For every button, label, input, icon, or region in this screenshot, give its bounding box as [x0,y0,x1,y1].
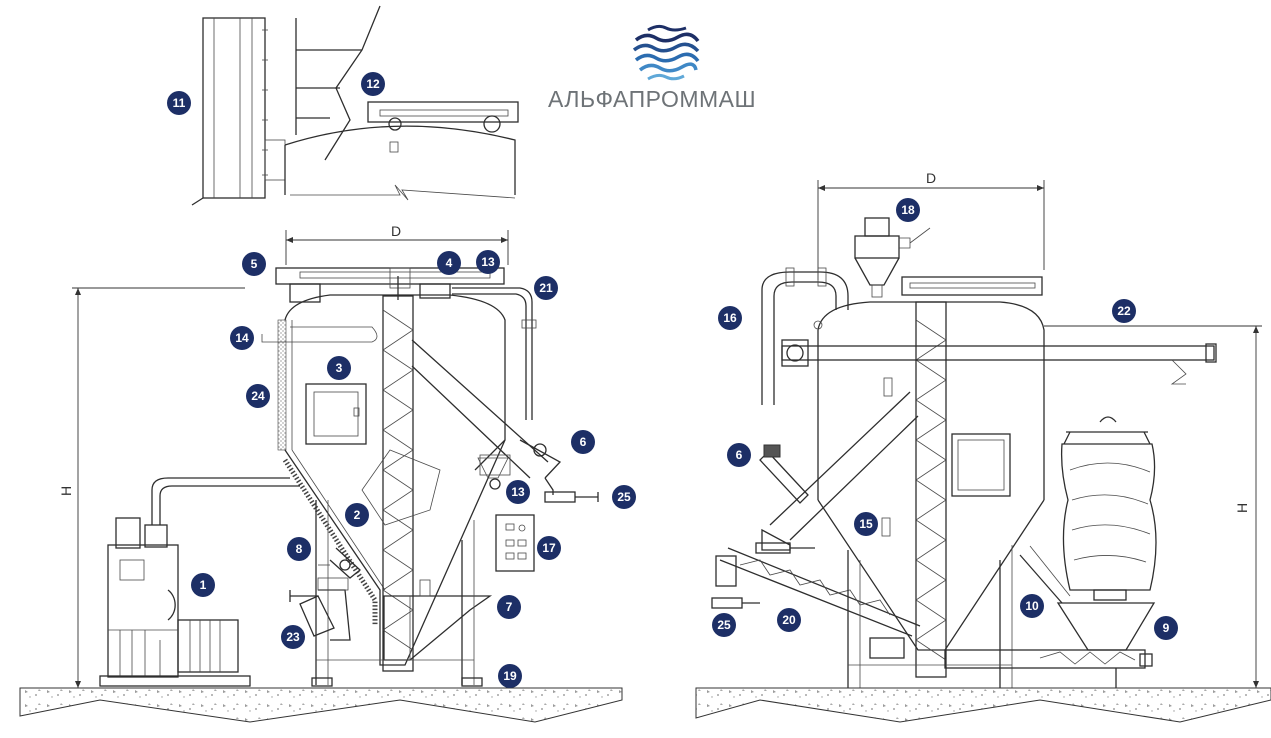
svg-text:5: 5 [251,257,258,271]
svg-text:8: 8 [296,542,303,556]
callout-13-mid: 13 [506,480,530,504]
callout-25: 25 [612,485,636,509]
svg-text:1: 1 [200,578,207,592]
callout-23: 23 [281,625,305,649]
svg-text:12: 12 [366,77,380,91]
callout-6: 6 [571,430,595,454]
right-width-label: D [926,170,936,186]
callout-17: 17 [537,536,561,560]
svg-text:24: 24 [251,389,265,403]
svg-text:13: 13 [511,485,525,499]
wave-sphere-logo [632,24,700,81]
callout-4: 4 [437,251,461,275]
svg-text:22: 22 [1117,304,1131,318]
svg-text:9: 9 [1163,621,1170,635]
callout-14: 14 [230,326,254,350]
svg-text:2: 2 [354,508,361,522]
callout-22: 22 [1112,299,1136,323]
svg-text:3: 3 [336,361,343,375]
svg-text:23: 23 [286,630,300,644]
inset-detail-11-12 [191,5,519,206]
callout-19: 19 [498,664,522,688]
callout-9: 9 [1154,616,1178,640]
callouts-left: 11 12 5 4 13 21 14 3 24 6 13 25 2 17 8 1… [167,72,636,688]
svg-text:25: 25 [717,618,731,632]
svg-text:15: 15 [859,517,873,531]
callout-11: 11 [167,91,191,115]
callout-25-right: 25 [712,613,736,637]
svg-text:19: 19 [503,669,517,683]
callout-13-top: 13 [476,250,500,274]
svg-text:21: 21 [539,281,553,295]
callout-10: 10 [1020,594,1044,618]
callout-2: 2 [345,503,369,527]
svg-text:7: 7 [506,600,513,614]
left-machine-front-view [19,230,623,723]
callout-16: 16 [718,306,742,330]
callout-1: 1 [191,573,215,597]
left-height-label: H [58,486,74,496]
svg-text:6: 6 [580,435,587,449]
svg-text:4: 4 [446,256,453,270]
callouts-right: 18 16 22 6 15 25 20 10 9 [712,198,1178,640]
brand-name: АЛЬФАПРОММАШ [548,86,757,112]
callout-5: 5 [242,252,266,276]
svg-text:13: 13 [481,255,495,269]
callout-20: 20 [777,608,801,632]
callout-21: 21 [534,276,558,300]
callout-15: 15 [854,512,878,536]
svg-text:11: 11 [173,96,186,110]
svg-text:6: 6 [736,448,743,462]
callout-18: 18 [896,198,920,222]
callout-24: 24 [246,384,270,408]
right-machine-side-view [695,180,1271,723]
svg-text:14: 14 [235,331,249,345]
svg-text:17: 17 [542,541,556,555]
callout-6-right: 6 [727,443,751,467]
svg-text:20: 20 [782,613,796,627]
svg-text:25: 25 [617,490,631,504]
callout-12: 12 [361,72,385,96]
right-height-label: H [1234,503,1250,513]
left-width-label: D [391,223,401,239]
callout-8: 8 [287,537,311,561]
svg-text:18: 18 [901,203,915,217]
callout-7: 7 [497,595,521,619]
svg-text:10: 10 [1025,599,1039,613]
callout-3: 3 [327,356,351,380]
svg-text:16: 16 [723,311,737,325]
